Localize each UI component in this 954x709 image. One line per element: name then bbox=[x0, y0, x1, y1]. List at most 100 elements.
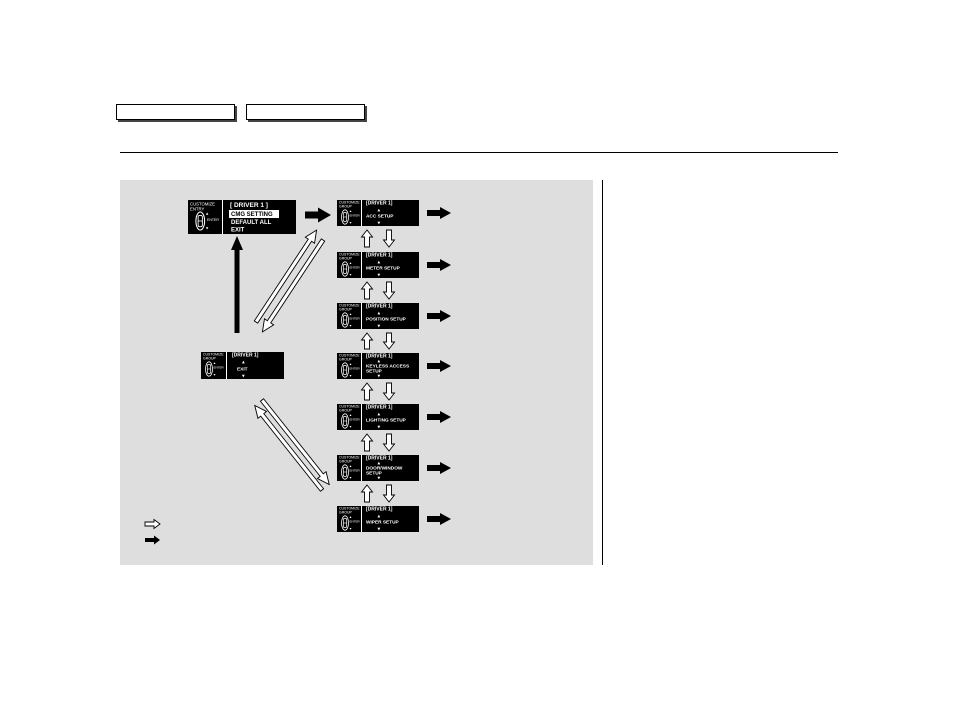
customize-group-label: CUSTOMIZE GROUP bbox=[339, 304, 360, 312]
driver-label: [DRIVER 1] bbox=[366, 252, 393, 258]
enter-arrow-icon bbox=[305, 207, 331, 223]
up-arrow-icon: ▲ bbox=[377, 259, 381, 264]
diagonal-arrow-icon bbox=[259, 398, 330, 486]
scroll-down-arrow-icon bbox=[382, 281, 396, 300]
next-arrow-icon bbox=[427, 360, 451, 372]
nav-tab-2[interactable] bbox=[246, 104, 365, 120]
menu-item: METER SETUP bbox=[366, 266, 417, 271]
display-divider bbox=[222, 200, 223, 234]
label-line-1: CUSTOMIZE bbox=[203, 353, 224, 357]
down-arrow-icon: ▼ bbox=[377, 272, 381, 277]
down-arrow-icon: ▼ bbox=[242, 373, 245, 378]
down-arrow-icon: ▼ bbox=[377, 424, 381, 429]
up-arrow-icon: ▲ bbox=[377, 411, 381, 416]
column-divider bbox=[602, 180, 603, 565]
display-meter-setup: CUSTOMIZE GROUP ENTER [DRIVER 1] ▲ METER… bbox=[337, 252, 419, 278]
label-line-2: GROUP bbox=[339, 204, 352, 209]
customize-group-label: CUSTOMIZE GROUP bbox=[339, 201, 360, 209]
display-wiper-setup: CUSTOMIZE GROUP ENTER [DRIVER 1] ▲ WIPER… bbox=[337, 506, 419, 532]
scroll-up-arrow-icon bbox=[360, 433, 374, 452]
outline-arrow-icon bbox=[144, 518, 161, 530]
scroll-down-arrow-icon bbox=[382, 229, 396, 248]
knob-enter-label: ENTER bbox=[213, 366, 224, 370]
scroll-up-arrow-icon bbox=[360, 382, 374, 401]
label-line-1: CUSTOMIZE bbox=[339, 304, 360, 308]
label-line-2: GROUP bbox=[203, 356, 216, 361]
diagonal-arrow-icon bbox=[261, 238, 326, 333]
label-line-1: CUSTOMIZE bbox=[339, 253, 360, 257]
display-menu: [DRIVER 1] ▲ WIPER SETUP ▼ bbox=[364, 507, 417, 531]
display-acc-setup: CUSTOMIZE GROUP ENTER [DRIVER 1] ▲ ACC S… bbox=[337, 200, 419, 226]
customize-group-label: CUSTOMIZE GROUP bbox=[203, 353, 224, 361]
customize-group-label: CUSTOMIZE GROUP bbox=[339, 456, 360, 464]
menu-item: POSITION SETUP bbox=[366, 317, 417, 322]
display-divider bbox=[361, 200, 362, 226]
display-menu: [DRIVER 1] ▲ KEYLESS ACCESS SETUP ▼ bbox=[364, 354, 417, 378]
scroll-up-arrow-icon bbox=[360, 281, 374, 300]
driver-label: [DRIVER 1] bbox=[366, 353, 393, 359]
next-arrow-icon bbox=[427, 411, 451, 423]
menu-item-line: KEYLESS ACCESS bbox=[366, 363, 410, 369]
label-line-2: GROUP bbox=[339, 256, 352, 261]
driver-label: [DRIVER 1] bbox=[366, 455, 393, 461]
driver-label: [DRIVER 1] bbox=[366, 404, 393, 410]
knob-enter-label: ENTER bbox=[349, 520, 360, 524]
customize-group-label: CUSTOMIZE GROUP bbox=[339, 405, 360, 413]
display-door-window-setup: CUSTOMIZE GROUP ENTER [DRIVER 1] ▲ DOOR/… bbox=[337, 455, 419, 481]
knob-enter-label: ENTER bbox=[349, 418, 360, 422]
display-divider bbox=[361, 506, 362, 532]
display-menu: [DRIVER 1] ▲ ACC SETUP ▼ bbox=[364, 201, 417, 225]
display-keyless-access-setup: CUSTOMIZE GROUP ENTER [DRIVER 1] ▲ KEYLE… bbox=[337, 353, 419, 379]
down-arrow-icon: ▼ bbox=[377, 373, 381, 378]
down-arrow-icon: ▼ bbox=[377, 323, 381, 328]
menu-item-line: ACC SETUP bbox=[366, 213, 394, 220]
display-divider bbox=[226, 352, 227, 379]
customize-group-label: CUSTOMIZE GROUP bbox=[339, 507, 360, 515]
customize-entry-label: CUSTOMIZE ENTRY bbox=[190, 202, 215, 212]
menu-item: ACC SETUP bbox=[366, 214, 417, 219]
label-line-1: CUSTOMIZE bbox=[339, 354, 360, 358]
nav-tab-1[interactable] bbox=[116, 104, 235, 120]
scroll-down-arrow-icon bbox=[382, 382, 396, 401]
display-divider bbox=[361, 404, 362, 430]
menu-item: LIGHTING SETUP bbox=[366, 418, 417, 423]
display-position-setup: CUSTOMIZE GROUP ENTER [DRIVER 1] ▲ POSIT… bbox=[337, 303, 419, 329]
menu-item-line: LIGHTING SETUP bbox=[366, 417, 406, 424]
up-arrow-icon: ▲ bbox=[377, 461, 381, 466]
solid-arrow-icon bbox=[145, 535, 160, 545]
up-arrow-icon: ▲ bbox=[377, 310, 381, 315]
scroll-down-arrow-icon bbox=[382, 484, 396, 503]
knob-enter-label: ENTER bbox=[349, 266, 360, 270]
display-menu: [DRIVER 1] ▲ DOOR/WINDOW SETUP ▼ bbox=[364, 456, 417, 480]
next-arrow-icon bbox=[427, 207, 451, 219]
exit-up-arrow-icon bbox=[231, 236, 243, 333]
knob-enter-label: ENTER bbox=[349, 469, 360, 473]
label-line-2: GROUP bbox=[339, 357, 352, 362]
menu-item: EXIT bbox=[231, 226, 245, 233]
display-lighting-setup: CUSTOMIZE GROUP ENTER [DRIVER 1] ▲ LIGHT… bbox=[337, 404, 419, 430]
display-divider bbox=[361, 455, 362, 481]
selected-menu-item: CMG SETTING bbox=[229, 210, 279, 218]
next-arrow-icon bbox=[427, 513, 451, 525]
label-line-2: GROUP bbox=[339, 408, 352, 413]
down-arrow-icon: ▼ bbox=[377, 220, 381, 225]
driver-label: [DRIVER 1] bbox=[366, 303, 393, 309]
label-line-1: CUSTOMIZE bbox=[190, 201, 215, 207]
knob-enter-label: ENTER bbox=[349, 317, 360, 321]
menu-item: DOOR/WINDOW SETUP bbox=[366, 466, 417, 476]
scroll-up-arrow-icon bbox=[360, 229, 374, 248]
up-arrow-icon: ▲ bbox=[242, 360, 245, 365]
display-divider bbox=[361, 252, 362, 278]
scroll-up-arrow-icon bbox=[360, 484, 374, 503]
driver-label: [DRIVER 1] bbox=[366, 506, 393, 512]
scroll-up-arrow-icon bbox=[360, 332, 374, 350]
label-line-2: GROUP bbox=[339, 307, 352, 312]
down-arrow-icon: ▼ bbox=[377, 526, 381, 531]
label-line-1: CUSTOMIZE bbox=[339, 405, 360, 409]
knob-enter-label: ENTER bbox=[349, 214, 360, 218]
label-line-2: GROUP bbox=[339, 510, 352, 515]
label-line-2: GROUP bbox=[339, 459, 352, 464]
up-arrow-icon: ▲ bbox=[377, 513, 381, 518]
scroll-down-arrow-icon bbox=[382, 332, 396, 350]
